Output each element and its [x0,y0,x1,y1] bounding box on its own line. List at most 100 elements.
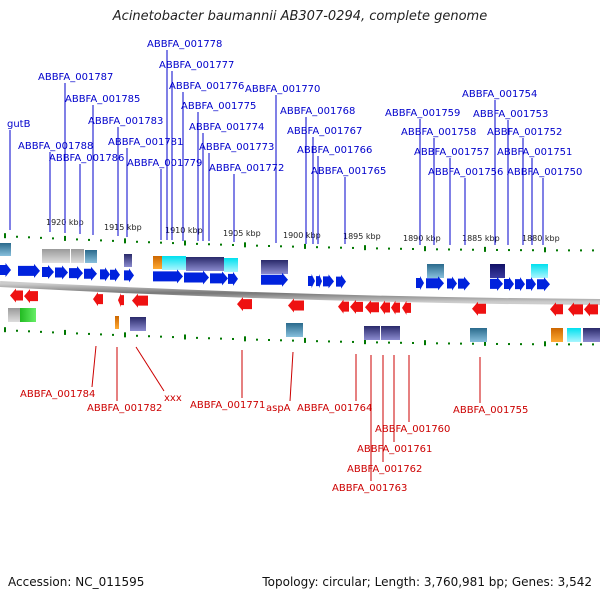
feature-block [85,250,97,263]
reverse-feature-blocks [8,308,600,342]
reverse-gene-label[interactable]: ABBFA_001755 [453,405,528,416]
ring-tick [424,340,426,346]
forward-gene-label[interactable]: ABBFA_001752 [487,127,562,138]
ring-tick [124,238,126,244]
ring-tick [76,238,78,241]
forward-gene-label[interactable]: ABBFA_001773 [199,142,274,153]
forward-gene-label[interactable]: ABBFA_001786 [49,153,124,164]
feature-block [42,249,70,263]
forward-gene-arrow [228,271,238,286]
ring-tick [568,249,570,252]
reverse-gene-arrow [132,293,148,308]
ring-tick [244,242,246,248]
ring-tick [160,241,162,244]
map-title: Acinetobacter baumannii AB307-0294, comp… [112,9,488,24]
forward-gene-label[interactable]: ABBFA_001766 [297,145,372,156]
reverse-gene-label[interactable]: ABBFA_001782 [87,403,162,414]
reverse-gene-label[interactable]: ABBFA_001764 [297,403,372,414]
feature-block [470,328,487,342]
forward-gene-label[interactable]: ABBFA_001757 [414,147,489,158]
reverse-gene-label[interactable]: ABBFA_001763 [332,483,407,494]
feature-block [286,323,303,337]
forward-gene-label[interactable]: ABBFA_001754 [462,89,537,100]
forward-gene-label[interactable]: ABBFA_001781 [108,137,183,148]
forward-gene-label[interactable]: ABBFA_001777 [159,60,234,71]
feature-block [490,264,505,278]
ring-tick [112,239,114,242]
ring-tick [76,332,78,335]
feature-block [531,264,548,278]
forward-gene-label[interactable]: ABBFA_001787 [38,72,113,83]
ring-tick [52,331,54,334]
forward-gene-label[interactable]: ABBFA_001775 [181,101,256,112]
forward-gene-label[interactable]: ABBFA_001758 [401,127,476,138]
ring-tick [484,340,486,346]
scale-tick: 1915 kbp [104,223,142,232]
ring-tick [448,248,450,251]
reverse-gene-label[interactable]: ABBFA_001762 [347,464,422,475]
ring-tick [544,247,546,253]
forward-gene-label[interactable]: ABBFA_001765 [311,166,386,177]
ring-tick [580,249,582,252]
ring-tick [28,330,30,333]
ring-tick [160,335,162,338]
forward-gene-label[interactable]: ABBFA_001778 [147,39,222,50]
forward-gene-label[interactable]: gutB [7,119,31,130]
ring-tick [316,246,318,249]
forward-gene-label[interactable]: ABBFA_001756 [428,167,503,178]
reverse-gene-label[interactable]: xxx [164,393,182,404]
ring-tick [532,249,534,252]
ring-tick [124,332,126,338]
forward-gene-arrow [55,265,68,280]
forward-gene-label[interactable]: ABBFA_001759 [385,108,460,119]
reverse-gene-label[interactable]: aspA [266,403,291,414]
feature-block [567,328,581,342]
ring-tick [172,336,174,339]
feature-block [115,316,119,329]
forward-gene-label[interactable]: ABBFA_001776 [169,81,244,92]
reverse-gene-arrow [288,298,304,313]
ring-tick [184,334,186,340]
reverse-gene-label[interactable]: ABBFA_001760 [375,424,450,435]
forward-gene-arrow [184,270,209,285]
reverse-gene-label[interactable]: ABBFA_001771 [190,400,265,411]
forward-gene-label[interactable]: ABBFA_001751 [497,147,572,158]
forward-strand-genes [0,263,550,292]
forward-gene-label[interactable]: ABBFA_001783 [88,116,163,127]
ring-tick [244,336,246,342]
reverse-gene-arrow [472,301,486,316]
reverse-gene-arrow [10,288,23,303]
ring-tick [316,340,318,343]
forward-gene-label[interactable]: ABBFA_001753 [473,109,548,120]
ring-tick [16,235,18,238]
ring-tick [328,340,330,343]
forward-gene-arrow [110,267,120,282]
scale-tick: 1895 kbp [343,232,381,241]
forward-gene-label[interactable]: ABBFA_001779 [127,158,202,169]
forward-gene-label[interactable]: ABBFA_001785 [65,94,140,105]
forward-gene-arrow [100,267,110,282]
forward-gene-label[interactable]: ABBFA_001772 [209,163,284,174]
forward-gene-label[interactable]: ABBFA_001774 [189,122,264,133]
ring-tick [424,246,426,252]
ring-tick [460,342,462,345]
scale-tick: 1885 kbp [462,234,500,243]
reverse-gene-label[interactable]: ABBFA_001784 [20,389,95,400]
forward-gene-label[interactable]: ABBFA_001768 [280,106,355,117]
ring-tick [580,343,582,346]
scale-tick: 1890 kbp [403,234,441,243]
scale-tick: 1910 kbp [165,226,203,235]
forward-gene-label[interactable]: ABBFA_001788 [18,141,93,152]
scale-tick: 1900 kbp [283,231,321,240]
label-leader-line [289,351,294,402]
ring-tick [208,337,210,340]
forward-gene-label[interactable]: ABBFA_001770 [245,84,320,95]
forward-gene-arrow [153,269,183,284]
ring-tick [292,245,294,248]
reverse-gene-arrow [24,289,38,304]
forward-gene-label[interactable]: ABBFA_001767 [287,126,362,137]
forward-gene-label[interactable]: ABBFA_001750 [507,167,582,178]
feature-block [427,264,444,278]
reverse-gene-label[interactable]: ABBFA_001761 [357,444,432,455]
